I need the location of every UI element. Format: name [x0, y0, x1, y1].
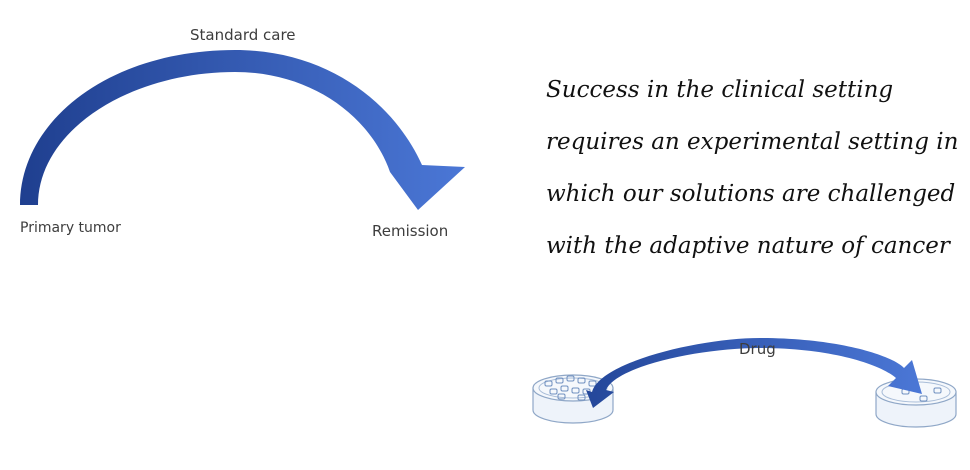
quote-line: requires an experimental setting in [546, 129, 959, 155]
drug-label: Drug [739, 340, 776, 358]
quote-text: Success in the clinical setting requires… [546, 64, 966, 272]
remission-label: Remission [372, 222, 449, 240]
quote-line: with the adaptive nature of cancer [546, 233, 950, 259]
quote-line: which our solutions are challenged [546, 181, 956, 207]
primary-tumor-label: Primary tumor [20, 220, 121, 236]
petri-dish-left [532, 374, 614, 424]
quote-line: Success in the clinical setting [546, 77, 894, 103]
drug-arrow [586, 338, 922, 408]
standard-care-arrow [20, 50, 465, 210]
standard-care-label: Standard care [190, 26, 296, 44]
